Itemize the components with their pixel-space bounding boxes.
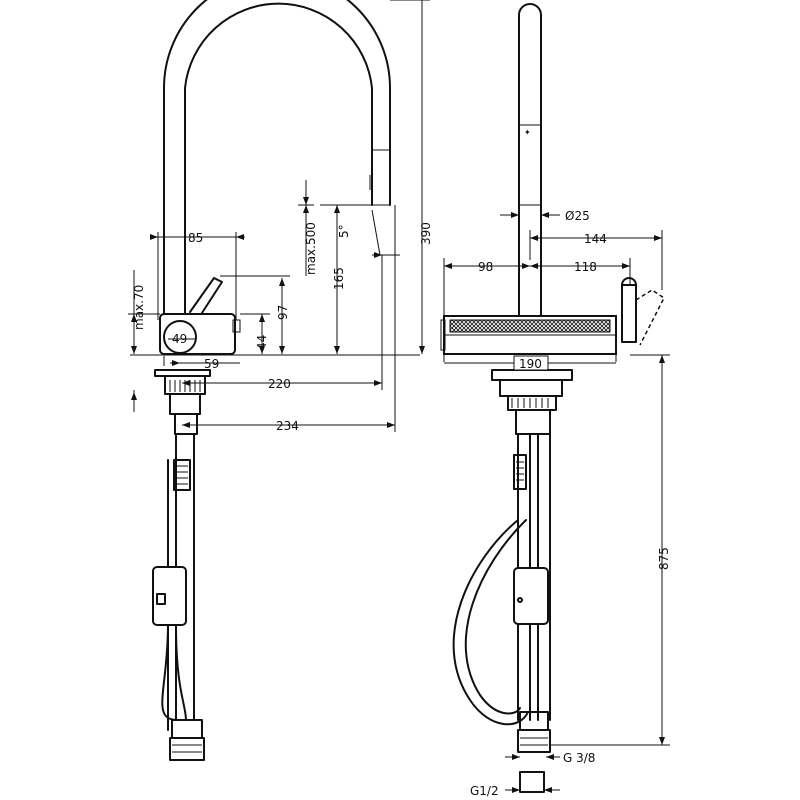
dim-118: 118 — [574, 260, 597, 274]
cartridge-circle — [163, 320, 197, 354]
dim-165: 165 — [332, 267, 346, 290]
dim-g12: G1/2 — [470, 784, 499, 798]
lever-front — [621, 284, 637, 343]
hose-weight-front — [513, 567, 549, 625]
dim-59: 59 — [204, 357, 219, 371]
spout-inner — [184, 2, 373, 316]
dim-875: 875 — [657, 547, 671, 570]
dim-max500: max.500 — [304, 222, 318, 275]
base-grille — [449, 319, 611, 333]
dim-max70: max.70 — [132, 285, 146, 330]
dim-g38: G 3/8 — [563, 751, 595, 765]
mixer-body — [159, 313, 236, 355]
dim-97: 97 — [276, 305, 290, 320]
hose-weight — [152, 566, 187, 626]
dim-44: 44 — [255, 335, 269, 350]
svg-text:✦: ✦ — [524, 128, 531, 137]
dim-234: 234 — [276, 419, 299, 433]
dim-190: 190 — [519, 357, 542, 371]
front-view: ✦ — [440, 3, 671, 798]
lever — [189, 277, 223, 317]
dim-220: 220 — [268, 377, 291, 391]
dim-144: 144 — [584, 232, 607, 246]
spout-front — [518, 3, 542, 317]
dim-49: 49 — [172, 332, 187, 346]
dim-d25: Ø25 — [565, 209, 590, 223]
dim-98: 98 — [478, 260, 493, 274]
side-view: 85 49 59 97 44 max.70 max.500 165 5 — [128, 0, 433, 761]
dim-85: 85 — [188, 231, 203, 245]
spout-outer — [163, 0, 391, 316]
dim-390: 390 — [419, 222, 433, 245]
dim-angle: 5° — [337, 224, 351, 238]
lever-swing — [635, 289, 665, 346]
